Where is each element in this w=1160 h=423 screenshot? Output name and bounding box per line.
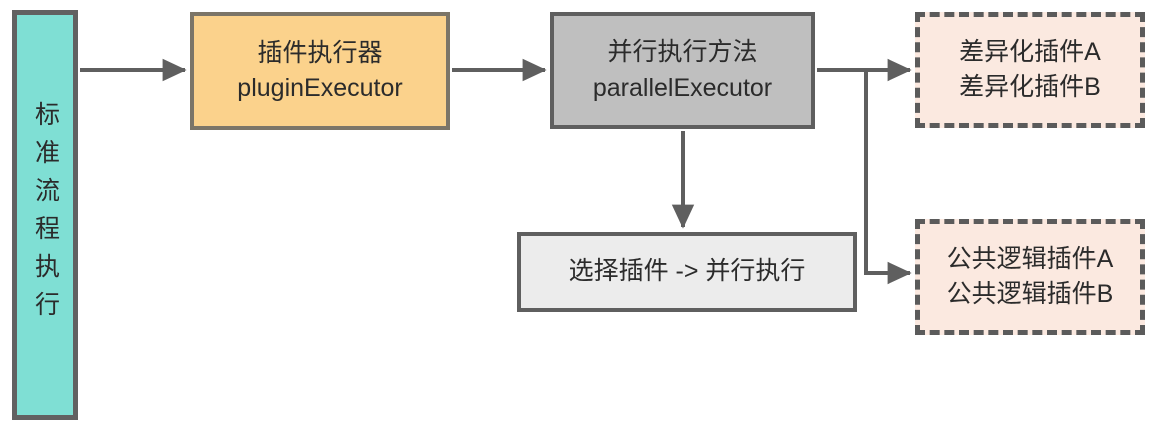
node-differentiated-plugins-label-b: 差异化插件B [959,73,1101,101]
node-plugin-executor-label-cn: 插件执行器 [257,38,383,67]
node-select-parallel-execution[interactable]: 选择插件 -> 并行执行 [517,232,857,312]
node-parallel-executor[interactable]: 并行执行方法 parallelExecutor [550,12,815,129]
node-standard-flow[interactable]: 标准流程执行 [12,10,78,420]
node-common-logic-plugins[interactable]: 公共逻辑插件A 公共逻辑插件B [915,219,1145,335]
node-select-parallel-label: 选择插件 -> 并行执行 [568,257,806,286]
node-differentiated-plugins[interactable]: 差异化插件A 差异化插件B [915,12,1145,128]
node-standard-flow-label: 标准流程执行 [31,101,60,329]
node-parallel-executor-label-cn: 并行执行方法 [607,38,758,66]
node-plugin-executor-label-en: pluginExecutor [237,74,403,102]
node-plugin-executor[interactable]: 插件执行器 pluginExecutor [190,12,450,130]
node-parallel-executor-label-en: parallelExecutor [592,73,773,102]
node-differentiated-plugins-label-a: 差异化插件A [959,37,1101,66]
edge-parallel-to-common [864,70,912,285]
node-common-logic-plugins-label-a: 公共逻辑插件A [946,244,1114,273]
node-common-logic-plugins-label-b: 公共逻辑插件B [946,280,1114,308]
